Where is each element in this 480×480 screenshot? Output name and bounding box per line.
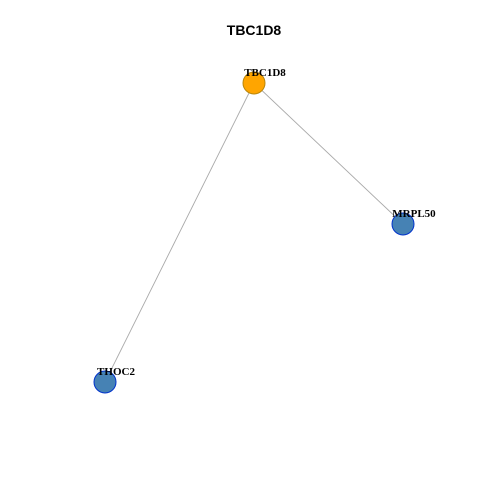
node-layer [93,71,415,394]
node-mrpl50[interactable] [391,212,415,236]
node-label-mrpl50: MRPL50 [392,208,436,220]
node-tbc1d8[interactable] [242,71,266,95]
edge-layer [104,82,404,383]
edge-tbc1d8-mrpl50 [253,82,404,225]
node-label-tbc1d8: TBC1D8 [244,67,286,79]
edge-tbc1d8-thoc2 [104,82,255,383]
graph-title: TBC1D8 [227,22,282,38]
node-thoc2[interactable] [93,370,117,394]
node-label-thoc2: THOC2 [97,366,135,378]
